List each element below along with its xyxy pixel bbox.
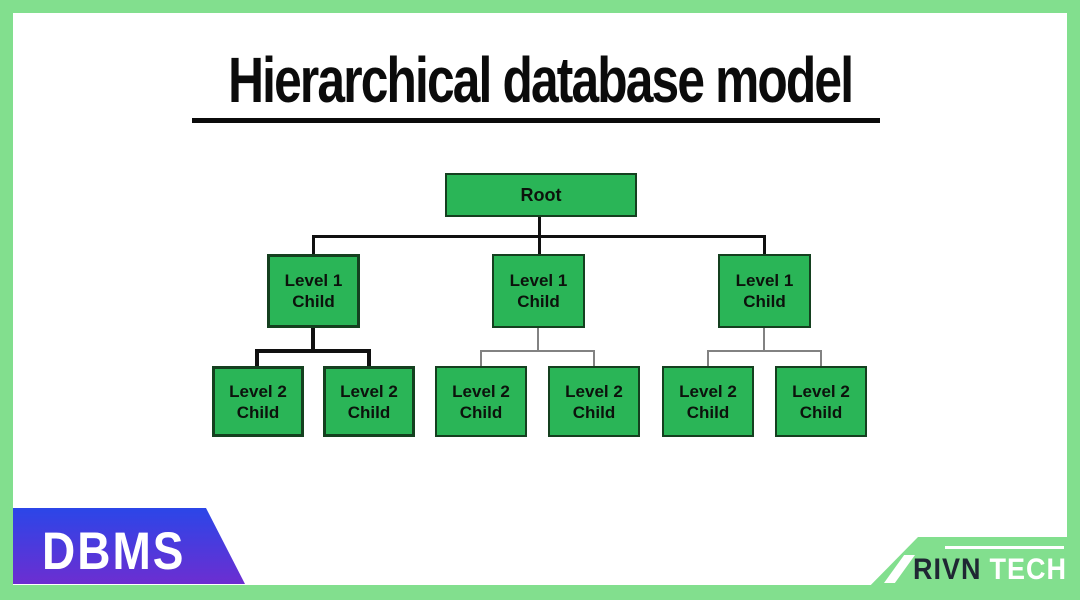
node-label-line: Child	[743, 292, 786, 311]
connector-drop-l2c	[480, 350, 482, 367]
node-label-line: Child	[799, 402, 843, 422]
connector-drop-l1c	[763, 235, 766, 256]
level2-node: Level 2 Child	[323, 366, 415, 437]
frame-border-top	[0, 0, 1080, 13]
level2-node: Level 2 Child	[775, 366, 867, 437]
root-node-label: Root	[520, 184, 562, 205]
node-label-line: Level 2	[565, 381, 623, 401]
connector-l1b-bus	[480, 350, 595, 352]
level2-node: Level 2 Child	[548, 366, 640, 437]
connector-drop-l2b	[367, 349, 371, 367]
node-label-line: Level 1	[735, 271, 794, 290]
node-label-line: Child	[459, 402, 503, 422]
root-node: Root	[445, 173, 637, 217]
node-label-line: Child	[686, 402, 730, 422]
brand-top-rule	[945, 546, 1064, 549]
page-title: Hierarchical database model	[227, 45, 854, 116]
level2-node: Level 2 Child	[435, 366, 527, 437]
node-label-line: Child	[347, 402, 391, 422]
node-label-line: Child	[236, 402, 280, 422]
frame-border-left	[0, 0, 13, 600]
connector-l1a-bus	[255, 349, 371, 353]
level1-node: Level 1 Child	[718, 254, 811, 328]
node-label-line: Level 2	[792, 381, 850, 401]
node-label-line: Level 1	[284, 271, 343, 290]
node-label-line: Level 2	[679, 381, 737, 401]
brand-name-secondary: TECH	[989, 553, 1068, 586]
node-label-line: Level 2	[229, 381, 287, 401]
level1-node: Level 1 Child	[492, 254, 585, 328]
node-label-line: Child	[517, 292, 560, 311]
connector-drop-l2d	[593, 350, 595, 367]
level2-node: Level 2 Child	[662, 366, 754, 437]
node-label-line: Child	[292, 292, 335, 311]
level2-node: Level 2 Child	[212, 366, 304, 437]
connector-l1b-stem	[537, 328, 539, 352]
connector-l1a-stem	[311, 328, 315, 352]
frame-border-bottom	[0, 585, 1080, 600]
dbms-badge	[13, 508, 245, 584]
connector-drop-l2f	[820, 350, 822, 367]
frame-border-right	[1067, 0, 1080, 600]
connector-drop-l2a	[255, 349, 259, 367]
connector-drop-l2e	[707, 350, 709, 367]
brand-name-primary: RIVN	[913, 553, 982, 586]
connector-level1-bus	[312, 235, 766, 238]
node-label-line: Level 1	[509, 271, 568, 290]
title-wrap: Hierarchical database model	[0, 44, 1080, 116]
connector-drop-l1a	[312, 235, 315, 256]
dbms-badge-label: DBMS	[42, 520, 186, 581]
level1-node: Level 1 Child	[267, 254, 360, 328]
node-label-line: Level 2	[452, 381, 510, 401]
node-label-line: Child	[572, 402, 616, 422]
connector-l1c-stem	[763, 327, 765, 352]
brand-logo: RIVN TECH	[913, 553, 1067, 586]
connector-l1c-bus	[707, 350, 822, 352]
node-label-line: Level 2	[340, 381, 398, 401]
title-underline	[192, 118, 880, 123]
